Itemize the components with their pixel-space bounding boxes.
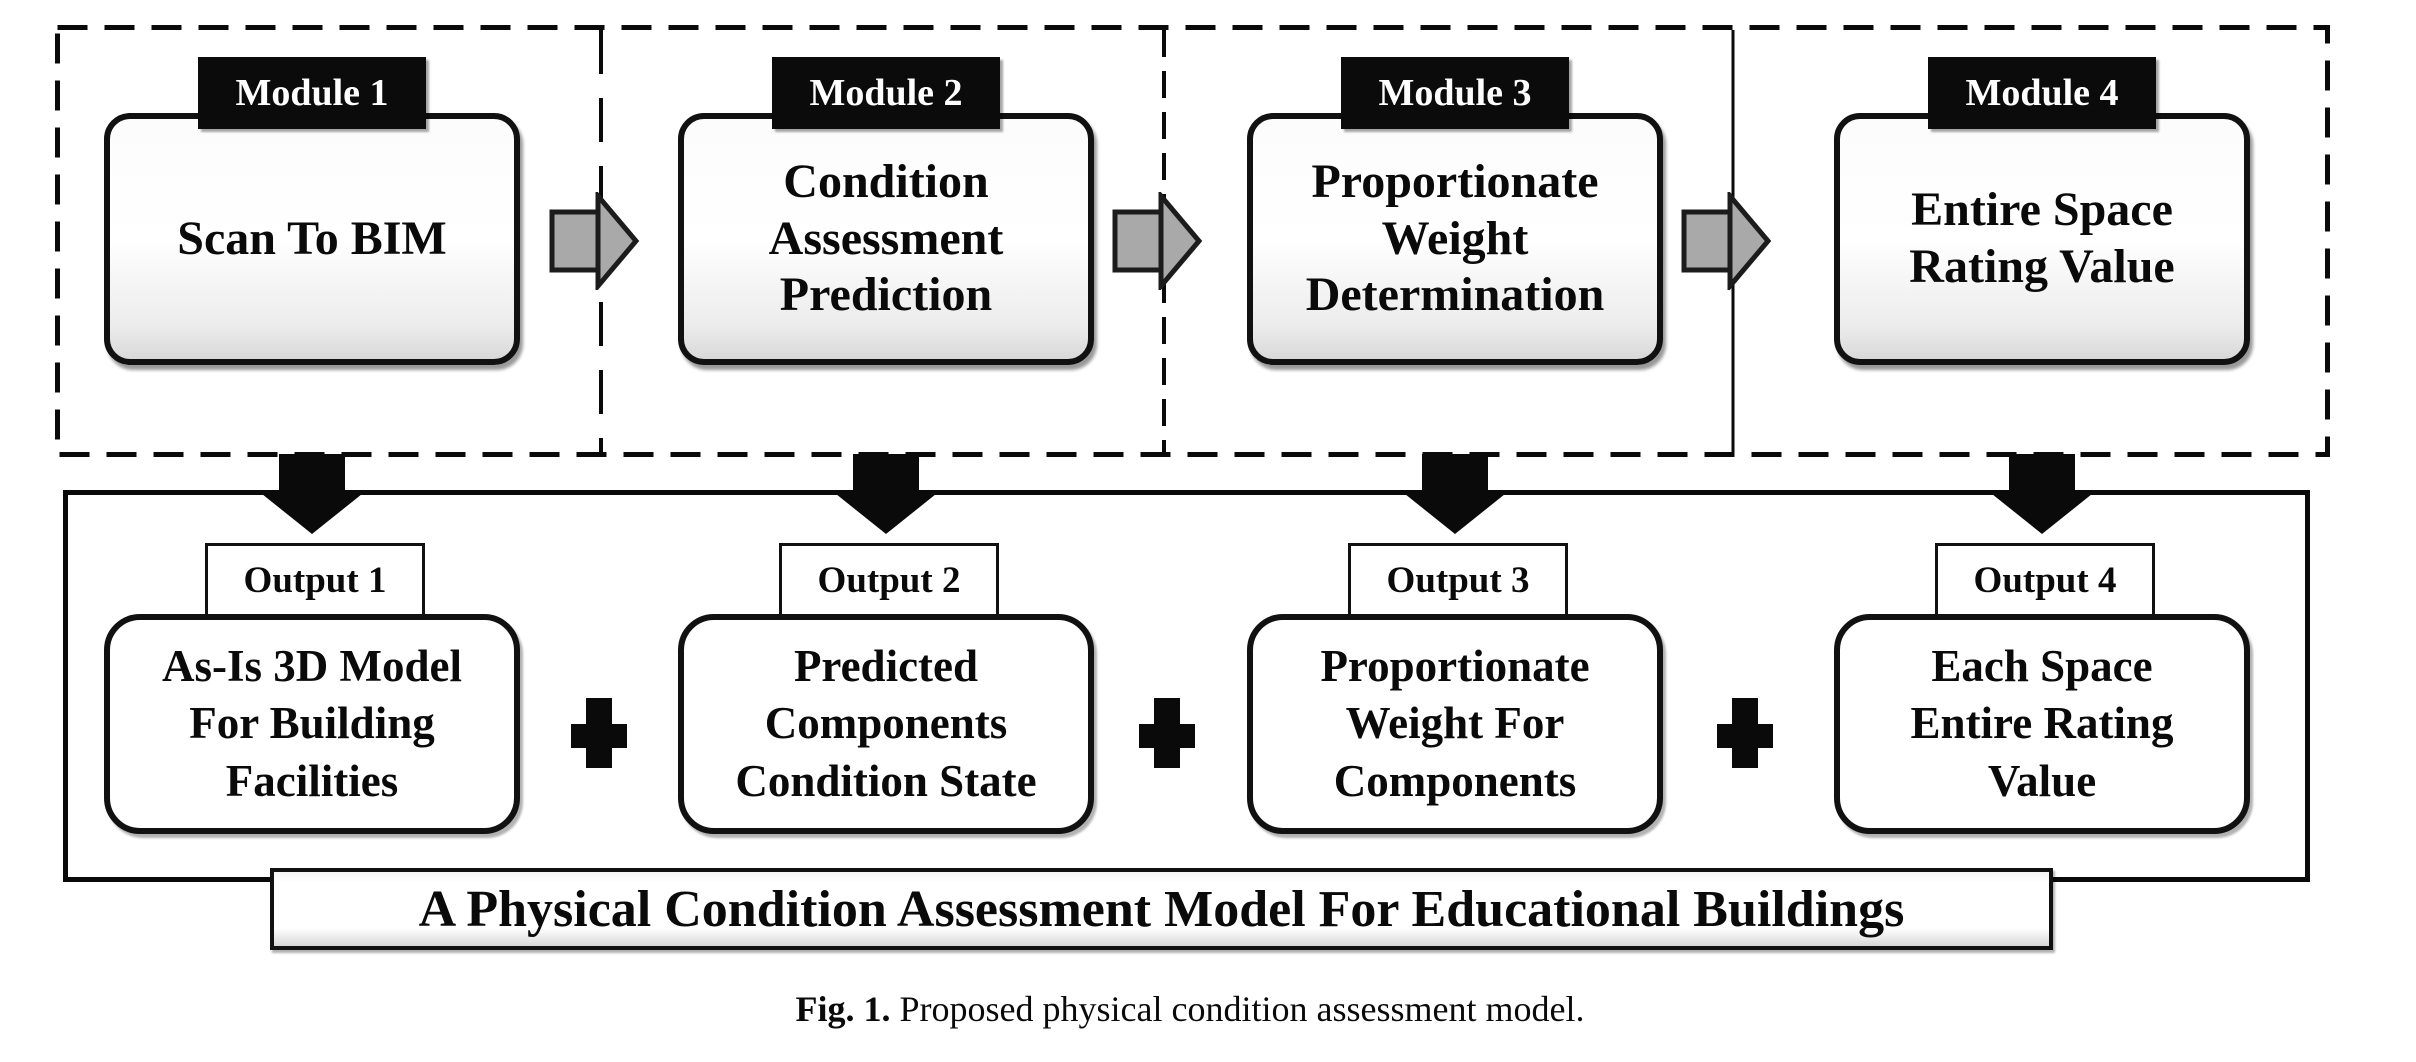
flow-arrow-down-icon [836,454,936,534]
module-3-tab: Module 3 [1341,57,1569,129]
output-2-tab: Output 2 [779,543,999,617]
output-2-box: Predicted Components Condition State [678,614,1094,834]
module-1-box: Scan To BIM [104,113,520,365]
flow-arrow-down-icon [1405,454,1505,534]
output-3-box: Proportionate Weight For Components [1247,614,1663,834]
flow-arrow-right-icon [549,192,640,290]
module-3-box: Proportionate Weight Determination [1247,113,1663,365]
plus-icon [1139,698,1195,768]
output-3-tab: Output 3 [1348,543,1568,617]
output-4-tab: Output 4 [1935,543,2155,617]
module-4-box: Entire Space Rating Value [1834,113,2250,365]
plus-icon [571,698,627,768]
flow-arrow-right-icon [1681,192,1772,290]
figure-caption: Fig. 1. Proposed physical condition asse… [0,988,2380,1030]
module-4-tab: Module 4 [1928,57,2156,129]
plus-icon [1717,698,1773,768]
figure-caption-label: Fig. 1. [795,989,891,1029]
model-title-banner: A Physical Condition Assessment Model Fo… [270,868,2053,950]
module-2-tab: Module 2 [772,57,1000,129]
module-1-tab: Module 1 [198,57,426,129]
output-1-tab: Output 1 [205,543,425,617]
flow-arrow-right-icon [1112,192,1203,290]
figure-caption-text: Proposed physical condition assessment m… [890,989,1585,1029]
module-2-box: Condition Assessment Prediction [678,113,1094,365]
flow-arrow-down-icon [262,454,362,534]
flow-arrow-down-icon [1992,454,2092,534]
modules-dashed-container [55,25,2330,457]
output-4-box: Each Space Entire Rating Value [1834,614,2250,834]
output-1-box: As-Is 3D Model For Building Facilities [104,614,520,834]
